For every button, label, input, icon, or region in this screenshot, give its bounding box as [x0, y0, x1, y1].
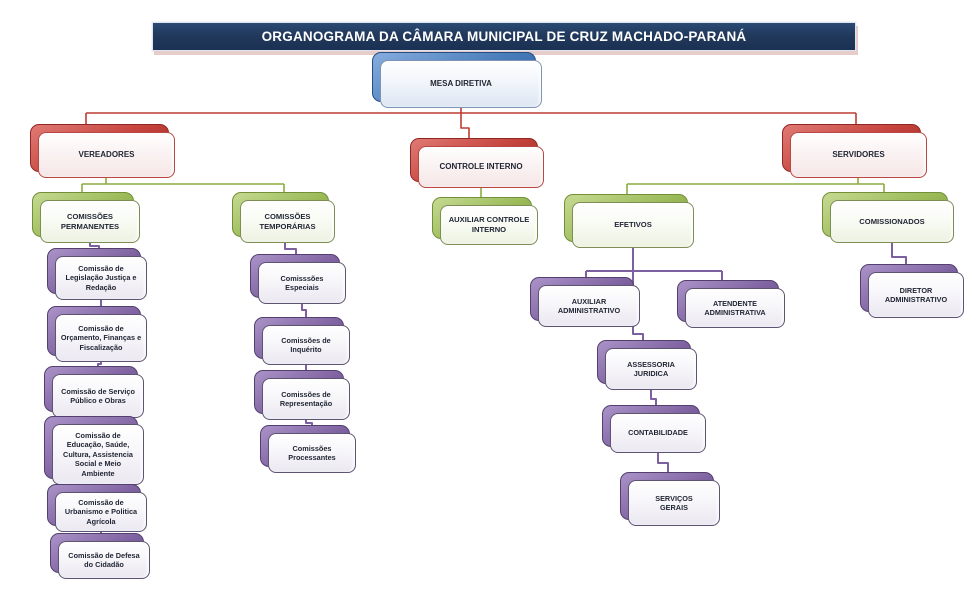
- node-atendente-administrativa: ATENDENTE ADMINISTRATIVA: [677, 280, 785, 328]
- red-connectors: [85, 108, 857, 140]
- node-label-comissoes-temporarias: COMISSÕES TEMPORÁRIAS: [240, 200, 335, 243]
- red-connector-line: [460, 108, 470, 140]
- node-label-comissoes-representacao: Comissões de Representação: [262, 378, 350, 420]
- node-contabilidade: CONTABILIDADE: [602, 405, 706, 453]
- node-diretor-administrativo: DIRETOR ADMINISTRATIVO: [860, 264, 964, 318]
- node-comissoes-representacao: Comissões de Representação: [254, 370, 350, 420]
- node-label-comissoes-inquerito: Comissões de Inquérito: [262, 325, 350, 365]
- purple-connector-line: [650, 390, 657, 406]
- title-bar: ORGANOGRAMA DA CÂMARA MUNICIPAL DE CRUZ …: [152, 22, 856, 51]
- node-comissao-servico-publico: Comissão de Serviço Público e Obras: [44, 366, 144, 418]
- node-efetivos: EFETIVOS: [564, 194, 694, 248]
- node-auxiliar-administrativo: AUXILIAR ADMINISTRATIVO: [530, 277, 640, 327]
- node-label-comissao-servico-publico: Comissão de Serviço Público e Obras: [52, 374, 144, 418]
- node-mesa-diretiva: MESA DIRETIVA: [372, 52, 542, 108]
- node-label-comissoes-processantes: Comissões Processantes: [268, 433, 356, 473]
- node-auxiliar-controle-interno: AUXILIAR CONTROLE INTERNO: [432, 197, 538, 245]
- node-comissoes-inquerito: Comissões de Inquérito: [254, 317, 350, 365]
- node-label-comissao-defesa: Comissão de Defesa do Cidadão: [58, 541, 150, 579]
- node-assessoria-juridica: ASSESSORIA JURIDICA: [597, 340, 697, 390]
- node-controle-interno: CONTROLE INTERNO: [410, 138, 544, 188]
- node-label-efetivos: EFETIVOS: [572, 202, 694, 248]
- node-vereadores: VEREADORES: [30, 124, 175, 178]
- node-comissoes-permanentes: COMISSÕES PERMANENTES: [32, 192, 140, 243]
- node-comissoes-temporarias: COMISSÕES TEMPORÁRIAS: [232, 192, 335, 243]
- page-title: ORGANOGRAMA DA CÂMARA MUNICIPAL DE CRUZ …: [261, 29, 747, 44]
- node-label-controle-interno: CONTROLE INTERNO: [418, 146, 544, 188]
- node-comissao-legislacao: Comissão de Legislação Justiça e Redação: [47, 248, 147, 300]
- node-label-atendente-administrativa: ATENDENTE ADMINISTRATIVA: [685, 288, 785, 328]
- node-label-servidores: SERVIDORES: [790, 132, 927, 178]
- node-comissao-educacao: Comissão de Educação, Saúde, Cultura, As…: [44, 416, 144, 485]
- node-comissao-defesa: Comissão de Defesa do Cidadão: [50, 533, 150, 579]
- node-label-mesa-diretiva: MESA DIRETIVA: [380, 60, 542, 108]
- node-comissionados: COMISSIONADOS: [822, 192, 954, 243]
- purple-connector-line: [301, 304, 307, 318]
- purple-connector-line: [891, 243, 907, 265]
- node-label-servicos-gerais: SERVIÇOS GERAIS: [628, 480, 720, 526]
- node-label-vereadores: VEREADORES: [38, 132, 175, 178]
- node-label-comissoes-permanentes: COMISSÕES PERMANENTES: [40, 200, 140, 243]
- node-label-auxiliar-controle-interno: AUXILIAR CONTROLE INTERNO: [440, 205, 538, 245]
- node-label-comissao-legislacao: Comissão de Legislação Justiça e Redação: [55, 256, 147, 300]
- node-comissoes-processantes: Comissões Processantes: [260, 425, 356, 473]
- node-label-comissao-educacao: Comissão de Educação, Saúde, Cultura, As…: [52, 424, 144, 485]
- node-comissao-orcamento: Comissão de Orçamento, Finanças e Fiscal…: [47, 306, 147, 362]
- node-label-diretor-administrativo: DIRETOR ADMINISTRATIVO: [868, 272, 964, 318]
- node-label-comissoes-especiais: Comisssões Especiais: [258, 262, 346, 304]
- node-label-comissionados: COMISSIONADOS: [830, 200, 954, 243]
- node-label-auxiliar-administrativo: AUXILIAR ADMINISTRATIVO: [538, 285, 640, 327]
- purple-connector-line: [284, 243, 297, 256]
- node-label-comissao-orcamento: Comissão de Orçamento, Finanças e Fiscal…: [55, 314, 147, 362]
- node-comissoes-especiais: Comisssões Especiais: [250, 254, 346, 304]
- node-servicos-gerais: SERVIÇOS GERAIS: [620, 472, 720, 526]
- node-label-contabilidade: CONTABILIDADE: [610, 413, 706, 453]
- purple-connector-line: [657, 453, 669, 473]
- node-label-comissao-urbanismo: Comissão de Urbanismo e Politica Agrícol…: [55, 492, 147, 532]
- node-label-assessoria-juridica: ASSESSORIA JURIDICA: [605, 348, 697, 390]
- node-comissao-urbanismo: Comissão de Urbanismo e Politica Agrícol…: [47, 484, 147, 532]
- node-servidores: SERVIDORES: [782, 124, 927, 178]
